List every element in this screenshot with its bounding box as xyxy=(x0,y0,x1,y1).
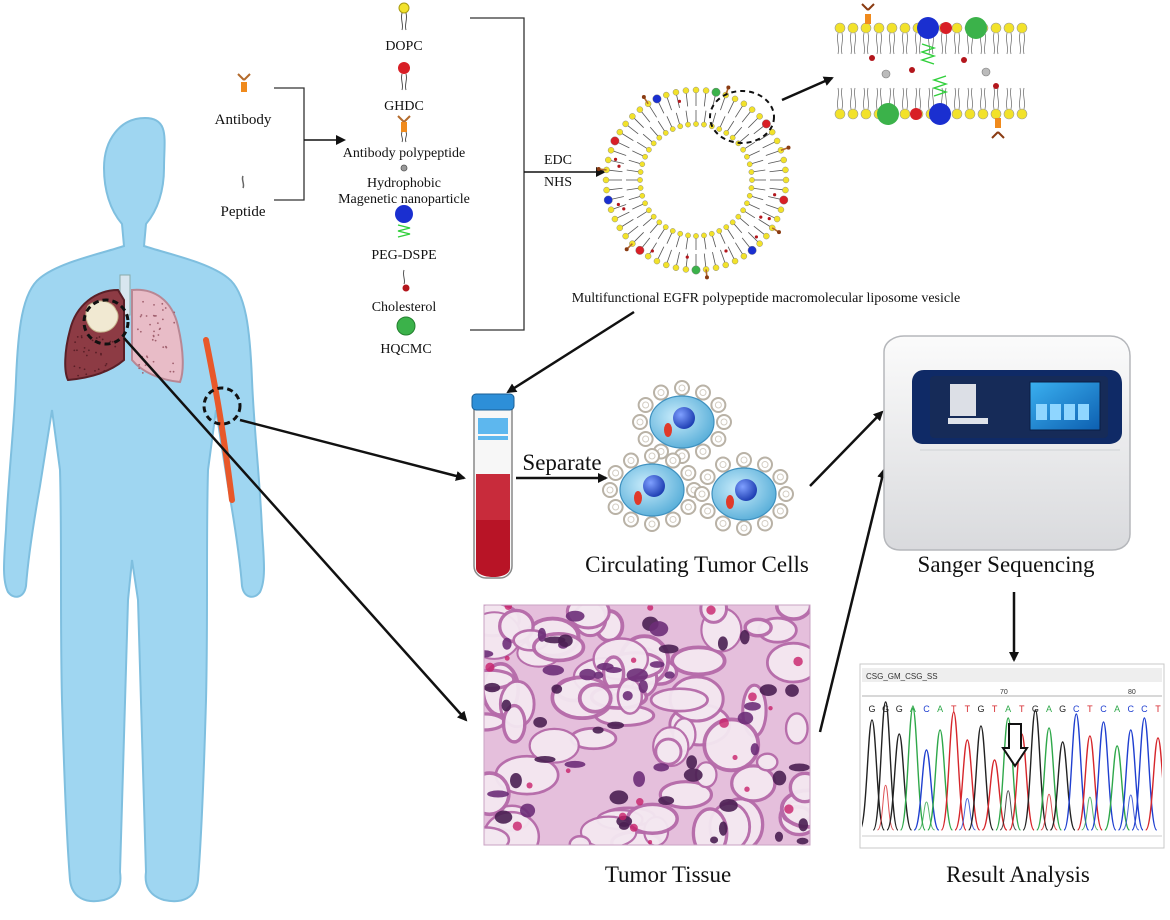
vesicle-label: Multifunctional EGFR polypeptide macromo… xyxy=(572,291,960,306)
antibody-icon xyxy=(237,73,251,92)
chromatogram-traces xyxy=(862,701,1162,831)
base-call: T xyxy=(1019,704,1025,714)
mutation-arrow xyxy=(1001,723,1029,768)
base-call: G xyxy=(882,704,889,714)
base-call: A xyxy=(937,704,943,714)
bilayer-zoom xyxy=(834,3,1028,139)
base-call: T xyxy=(951,704,957,714)
step-tissue: Tumor Tissue xyxy=(605,862,731,887)
base-call: G xyxy=(868,704,875,714)
component-antibody-polypeptide: Antibody polypeptide xyxy=(343,146,466,161)
step-result: Result Analysis xyxy=(946,862,1090,887)
component-peg-dspe: PEG-DSPE xyxy=(371,248,436,263)
dopc-icon xyxy=(398,2,410,31)
ruler-tick-70: 70 xyxy=(1000,689,1008,696)
base-call: G xyxy=(977,704,984,714)
flow-arrows xyxy=(123,310,1019,733)
component-dopc: DOPC xyxy=(385,39,422,54)
body-silhouette xyxy=(3,116,265,903)
tumor-tissue-image xyxy=(483,604,811,846)
ruler-tick-80: 80 xyxy=(1128,689,1136,696)
base-call: C xyxy=(1073,704,1080,714)
ghdc-icon xyxy=(398,62,410,91)
base-call: G xyxy=(896,704,903,714)
hqcmc-icon xyxy=(396,316,416,336)
component-magnetic-nanoparticle: Magenetic nanoparticle xyxy=(338,192,470,207)
base-call: T xyxy=(965,704,971,714)
chromatogram-sample-id: CSG_GM_CSG_SS xyxy=(866,672,938,681)
blood-vessel xyxy=(203,337,235,503)
base-call: T xyxy=(1155,704,1161,714)
vessel-highlight-circle xyxy=(202,386,242,426)
base-call: C xyxy=(923,704,930,714)
component-ghdc: GHDC xyxy=(384,99,424,114)
base-call: A xyxy=(1114,704,1120,714)
right-lung xyxy=(131,288,184,384)
circulating-tumor-cells xyxy=(602,380,794,536)
component-cholesterol: Cholesterol xyxy=(372,300,437,315)
antibody-polypeptide-icon xyxy=(397,115,411,143)
peptide-icon xyxy=(241,175,245,189)
base-call: A xyxy=(1005,704,1011,714)
arrow-vesicle-to-tube xyxy=(506,310,635,394)
component-hqcmc: HQCMC xyxy=(380,342,431,357)
antibody-label: Antibody xyxy=(215,112,272,128)
synthesis-inputs: Antibody Peptide xyxy=(215,73,346,220)
blood-collection-tube xyxy=(471,393,515,579)
tumor-mass xyxy=(85,300,119,333)
base-call: T xyxy=(992,704,998,714)
component-hydrophobic: Hydrophobic xyxy=(367,176,441,191)
base-call: C xyxy=(1141,704,1148,714)
sanger-sequencer xyxy=(883,335,1131,551)
base-call: G xyxy=(1032,704,1039,714)
arrow-tissue-to-sequencer xyxy=(818,468,887,733)
step-separate: Separate xyxy=(522,450,601,475)
magnetic-nanoparticle-icon xyxy=(400,164,408,172)
base-call: C xyxy=(1100,704,1107,714)
arrow-tumor-to-tissue xyxy=(123,337,468,722)
base-call: A xyxy=(910,704,916,714)
base-call: A xyxy=(1046,704,1052,714)
inputs-bracket xyxy=(274,87,305,201)
components-bracket xyxy=(470,17,525,331)
step-ctc: Circulating Tumor Cells xyxy=(585,552,809,577)
liposome-vesicle: Multifunctional EGFR polypeptide macromo… xyxy=(572,76,960,306)
human-body-figure xyxy=(3,116,265,903)
tumor-highlight-circle xyxy=(82,298,130,346)
arrow-ctc-to-sequencer xyxy=(809,410,884,487)
zoom-arrow xyxy=(781,76,834,102)
peg-dspe-icon xyxy=(395,205,413,238)
zoom-highlight-ellipse xyxy=(709,90,775,144)
base-call: C xyxy=(1128,704,1135,714)
step-sanger: Sanger Sequencing xyxy=(918,552,1095,577)
arrow-vessel-to-tube xyxy=(239,418,466,481)
peptide-label: Peptide xyxy=(221,204,266,220)
base-call: G xyxy=(1059,704,1066,714)
cholesterol-icon xyxy=(402,269,410,292)
base-call: T xyxy=(1087,704,1093,714)
reagent-edc: EDC xyxy=(544,153,572,168)
liposome-components: DOPC GHDC Antibody polypeptide Hydrophob… xyxy=(338,2,606,357)
reagent-nhs: NHS xyxy=(544,175,572,190)
